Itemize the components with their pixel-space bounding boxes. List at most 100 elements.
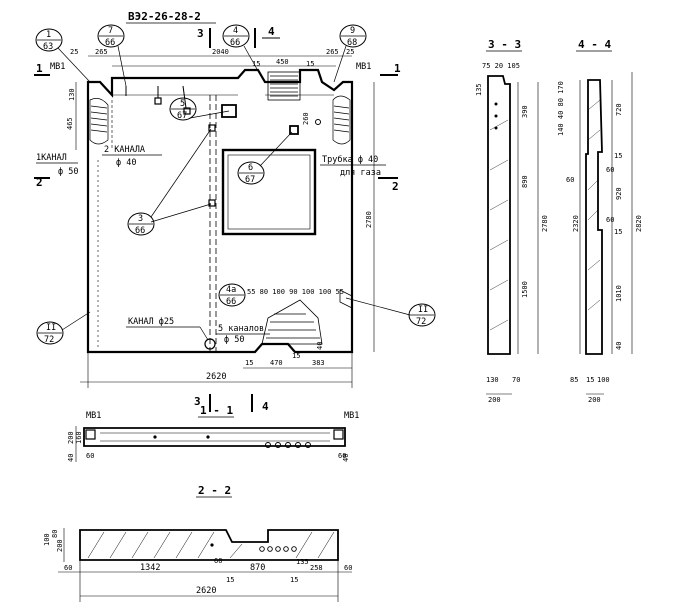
svg-text:470: 470 [270,359,283,367]
section-3-3-profile [487,75,511,355]
canal5-label: 5 каналов [218,324,264,334]
top-dimension-chain: 25 265 2040 15 450 15 265 25 [70,48,354,68]
svg-text:60: 60 [566,176,574,184]
section-1-1-title: 1 - 1 [200,404,233,417]
svg-text:60: 60 [606,166,614,174]
callout-II-72-right[interactable]: II 72 [408,303,436,327]
svg-text:1500: 1500 [521,281,529,298]
svg-text:60: 60 [344,564,352,572]
canal5-dia: ф 50 [224,335,244,345]
section-1-1: 1 - 1 МВ1 МВ1 200 160 40 60 60 40 [67,404,359,462]
canal25-label: КАНАЛ ф25 [128,317,174,327]
section-3-3-title: 3 - 3 [488,38,521,51]
svg-text:920: 920 [615,187,623,200]
svg-text:МВ1: МВ1 [344,411,359,421]
callout-II-72-left[interactable]: II 72 [36,321,64,345]
hatch-bottom-vent [261,299,323,345]
callout-7-66[interactable]: 7 66 [97,24,125,48]
callout-4-66[interactable]: 4 66 [222,24,250,48]
svg-text:70: 70 [512,376,520,384]
callout-1-63[interactable]: 1 63 [35,28,63,52]
svg-text:2780: 2780 [365,211,373,228]
svg-text:100: 100 [43,533,51,546]
fan-dims: 55 80 100 90 100 100 55 [247,288,344,296]
svg-text:2320: 2320 [572,215,580,232]
gas-tube-box [289,125,299,135]
svg-text:2620: 2620 [196,586,216,596]
svg-text:60: 60 [338,452,346,460]
svg-text:870: 870 [250,563,265,573]
svg-text:5: 5 [180,99,185,109]
svg-text:465: 465 [66,117,74,130]
callout-5-67[interactable]: 5 67 [169,97,197,121]
svg-text:15: 15 [292,352,300,360]
svg-text:450: 450 [276,58,289,66]
drawing-title: ВЭ2-26-28-2 [128,10,201,23]
svg-text:3: 3 [197,27,204,40]
svg-text:25: 25 [346,48,354,56]
svg-text:60: 60 [214,557,222,565]
svg-text:200: 200 [67,431,75,444]
svg-text:II: II [418,305,428,315]
section-4-4-title: 4 - 4 [578,38,611,51]
svg-text:67: 67 [245,175,255,185]
svg-text:15: 15 [245,359,253,367]
svg-text:63: 63 [43,42,53,52]
svg-text:3: 3 [138,214,143,224]
svg-text:40: 40 [316,342,324,350]
svg-text:2620: 2620 [206,372,226,382]
svg-text:2: 2 [392,180,399,193]
left-dimension-chain: 130 465 [66,82,77,150]
svg-text:66: 66 [135,226,145,236]
svg-text:60: 60 [606,216,614,224]
svg-text:15: 15 [252,60,260,68]
svg-text:260: 260 [302,112,310,125]
canal1-dia: ф 50 [58,167,78,177]
svg-text:130: 130 [486,376,499,384]
svg-text:25: 25 [70,48,78,56]
svg-text:265: 265 [95,48,108,56]
section-3-3: 3 - 3 75 20 105 135 390 890 2780 1500 13… [475,38,549,404]
hatch-top-vent [267,71,301,101]
svg-text:4: 4 [262,400,269,413]
svg-text:72: 72 [416,317,426,327]
callout-6-67[interactable]: 6 67 [237,161,265,185]
callout-4a-66[interactable]: 4а 66 [218,283,246,307]
window-opening [221,148,317,236]
section-4-4: 4 - 4 140 40 80 170 720 15 60 920 60 15 … [557,38,643,404]
svg-text:100: 100 [597,376,610,384]
svg-text:40: 40 [67,454,75,462]
svg-text:15: 15 [306,60,314,68]
section-2-2-profile [79,529,339,561]
window-inner [227,154,311,230]
svg-text:66: 66 [230,38,240,48]
svg-text:7: 7 [108,26,113,36]
svg-text:720: 720 [615,103,623,116]
svg-text:15: 15 [614,152,622,160]
section-2-2-title: 2 - 2 [198,484,231,497]
canal2-dia: ф 40 [116,158,136,168]
svg-text:160: 160 [75,431,83,444]
section-marks: 1 1 2 2 3 3 4 4 [34,25,401,413]
svg-text:15: 15 [614,228,622,236]
svg-text:1: 1 [36,62,43,75]
svg-text:80: 80 [51,530,59,538]
bottom-dimension-chain: 15 470 383 15 40 2620 [80,342,353,388]
svg-text:4: 4 [233,26,238,36]
svg-text:1010: 1010 [615,285,623,302]
svg-text:1: 1 [394,62,401,75]
main-elevation: ВЭ2-26-28-2 [34,10,436,413]
callout-9-68[interactable]: 9 68 [339,24,367,48]
canal2-label: 2 КАНАЛА [104,145,145,155]
svg-text:67: 67 [177,111,187,121]
svg-text:40: 40 [615,342,623,350]
svg-text:15: 15 [226,576,234,584]
gas-tube-sub: для газа [340,168,381,178]
svg-text:383: 383 [312,359,325,367]
hatch-right-top [332,95,351,145]
section-4-4-profile [585,79,603,355]
svg-text:40: 40 [342,454,350,462]
callout-3-66[interactable]: 3 66 [127,212,155,236]
svg-text:200: 200 [56,539,64,552]
